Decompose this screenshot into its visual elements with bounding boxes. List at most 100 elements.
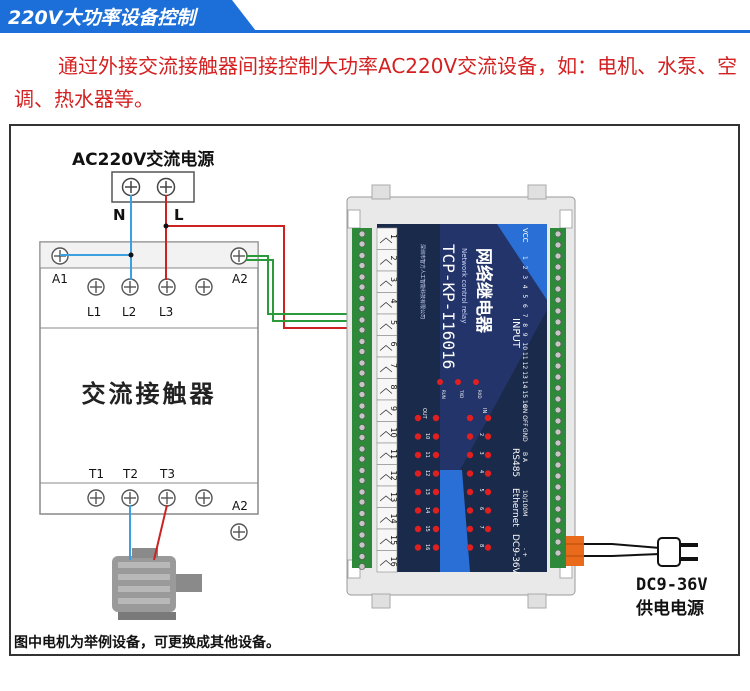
terminal-screw-icon bbox=[554, 527, 562, 535]
board-vcc: VCC bbox=[521, 228, 529, 243]
relay-channel-number: 4 bbox=[389, 299, 398, 304]
indicator-led bbox=[466, 433, 474, 440]
terminal-screw-icon bbox=[358, 391, 366, 398]
power-supply-line1: DC9-36V bbox=[636, 575, 708, 595]
terminal-screw-icon bbox=[554, 505, 562, 513]
terminal-screw-icon bbox=[554, 340, 562, 348]
relay-contact-icon bbox=[379, 280, 393, 287]
indicator-led bbox=[484, 488, 492, 496]
led-number: 11 bbox=[424, 452, 430, 458]
relay-contact-icon bbox=[379, 430, 393, 437]
board-dc-polarity: - + bbox=[521, 548, 528, 557]
header-divider bbox=[0, 30, 750, 33]
terminal-screw-icon bbox=[554, 472, 562, 480]
board-in-label: IN bbox=[481, 408, 487, 413]
diagram-frame bbox=[9, 124, 740, 656]
wire-output-t3 bbox=[153, 504, 168, 561]
junction-dot bbox=[163, 223, 169, 229]
terminal-screw-icon bbox=[358, 541, 366, 549]
indicator-led bbox=[414, 507, 422, 514]
indicator-led bbox=[414, 451, 422, 459]
terminal-screw-icon bbox=[230, 247, 248, 265]
relay-contact-icon bbox=[379, 258, 393, 265]
relay-channel-number: 6 bbox=[389, 342, 398, 347]
terminal-screw-icon bbox=[358, 359, 366, 367]
relay-contact-icon bbox=[379, 452, 393, 459]
header-tab bbox=[0, 0, 256, 31]
relay-channel-number: 15 bbox=[389, 535, 398, 545]
terminal-screw-icon bbox=[554, 538, 562, 546]
terminal-screw-icon bbox=[358, 434, 366, 441]
wire-dc-black bbox=[584, 543, 661, 549]
indicator-led bbox=[432, 507, 440, 514]
led-number: 5 bbox=[478, 489, 484, 492]
relay-channel-number: 7 bbox=[389, 363, 398, 368]
indicator-led bbox=[432, 488, 440, 496]
terminal-screw-icon bbox=[358, 295, 366, 302]
terminal-screw-icon bbox=[554, 461, 562, 469]
terminal-screw-icon bbox=[230, 523, 248, 541]
ac-source-label: AC220V交流电源 bbox=[72, 149, 214, 170]
junction-dot bbox=[128, 252, 134, 258]
status-led-run bbox=[437, 379, 443, 385]
board-accent bbox=[440, 224, 547, 470]
terminal-label-t2: T2 bbox=[122, 467, 138, 481]
led-number: 4 bbox=[478, 470, 484, 473]
terminal-label-l1: L1 bbox=[87, 305, 101, 319]
indicator-led bbox=[484, 470, 492, 477]
led-number: 12 bbox=[424, 470, 430, 476]
indicator-led bbox=[414, 525, 422, 533]
indicator-led bbox=[484, 544, 492, 551]
terminal-screw-icon bbox=[554, 450, 562, 458]
indicator-led bbox=[432, 414, 440, 422]
indicator-led bbox=[414, 488, 422, 496]
terminal-screw-icon bbox=[358, 273, 366, 281]
board-rs485-pins: B A bbox=[521, 452, 528, 463]
board-company: 深圳市智方人工智能科技有限公司 bbox=[419, 244, 426, 319]
relay-channel-number: 14 bbox=[389, 514, 398, 524]
board-input-label: INPUT bbox=[510, 318, 521, 349]
terminal-screw-icon bbox=[121, 489, 139, 507]
status-label-txd: TXD bbox=[459, 389, 464, 398]
terminal-screw-icon bbox=[554, 307, 562, 315]
relay-contact-icon bbox=[379, 538, 393, 545]
indicator-led bbox=[484, 507, 492, 514]
led-number: 8 bbox=[478, 544, 484, 547]
input-number: 15 bbox=[521, 390, 528, 398]
board-ethernet-speed: 10/100M bbox=[521, 490, 528, 516]
terminal-screw-icon bbox=[554, 351, 562, 359]
indicator-led bbox=[414, 414, 422, 422]
terminal-screw-icon bbox=[158, 489, 176, 507]
indicator-led bbox=[466, 488, 474, 496]
terminal-screw-icon bbox=[554, 395, 562, 403]
relay-contact-icon bbox=[379, 473, 393, 480]
input-number: 9 bbox=[521, 333, 528, 337]
input-number: 7 bbox=[521, 314, 528, 318]
board-gnd: GND bbox=[521, 428, 528, 442]
relay-contact-icon bbox=[379, 344, 393, 351]
relay-channel-number: 2 bbox=[389, 256, 398, 261]
terminal-screw-icon bbox=[358, 498, 366, 506]
terminal-screw-icon bbox=[358, 553, 366, 560]
terminal-screw-icon bbox=[554, 318, 562, 326]
indicator-led bbox=[466, 414, 474, 422]
terminal-screw-icon bbox=[358, 283, 366, 291]
led-number: 13 bbox=[424, 489, 430, 495]
contactor-title: 交流接触器 bbox=[82, 380, 217, 408]
terminal-screw-icon bbox=[358, 467, 366, 474]
indicator-led bbox=[466, 451, 474, 459]
relay-contact-icon bbox=[379, 323, 393, 330]
terminal-screw-icon bbox=[554, 384, 562, 392]
terminal-label-t1: T1 bbox=[88, 467, 104, 481]
footnote: 图中电机为举例设备，可更换成其他设备。 bbox=[14, 635, 280, 651]
led-number: 15 bbox=[424, 526, 430, 532]
indicator-led bbox=[432, 470, 440, 477]
board-out-label: OUT bbox=[421, 408, 427, 420]
relay-contact-icon bbox=[379, 237, 393, 244]
status-label-run: RUN bbox=[441, 390, 446, 399]
terminal-screw-icon bbox=[554, 285, 562, 293]
input-number: 5 bbox=[521, 294, 528, 298]
terminal-label-a2-top: A2 bbox=[232, 272, 248, 286]
